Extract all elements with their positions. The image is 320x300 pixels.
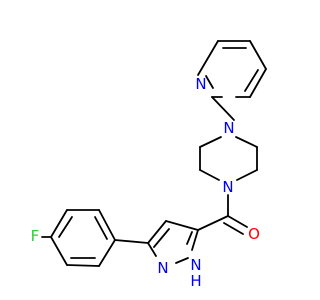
bond [227,215,248,228]
bond [191,229,199,251]
bond [153,228,170,248]
atom-label-nh-pyrazole: N [190,256,201,274]
bond [211,96,235,121]
bond [50,236,68,266]
fluorophenyl-ring [50,209,116,267]
bond [249,40,267,70]
bond [186,231,193,245]
bond [236,169,258,181]
atom-label-h-pyrazole: H [190,272,201,290]
bond [249,68,267,98]
molecule-structure: N N N O F N N H [31,40,267,290]
carbonyl-group [223,215,248,235]
bond [114,239,149,244]
piperazine-ring [199,136,258,181]
bond [66,264,100,267]
molecule-diagram: N N N O F N N H [31,40,267,290]
bond [98,239,116,267]
bond [244,69,259,92]
bond [197,40,219,76]
bond [94,216,108,240]
bond [199,136,222,148]
bond [235,136,258,148]
atom-label-n-piperazine-top: N [223,119,234,137]
bond [223,222,244,235]
bond [205,75,214,89]
bond [175,257,189,264]
atom-label-n-pyridine: N [195,75,206,93]
bond [199,169,220,181]
bond [50,209,68,238]
pyrazole-ring [147,220,199,264]
atom-label-f-fluoro: F [31,227,40,245]
atom-label-o-carbonyl: O [248,225,260,243]
bond [147,242,157,257]
bond [165,220,199,231]
bond [98,209,116,241]
bond [147,220,167,244]
atom-label-n-pyrazole: N [157,259,168,277]
bond [58,216,73,238]
atom-label-n-piperazine-bottom: N [222,178,233,196]
bond [197,215,229,231]
pyridine-ring [197,40,267,98]
